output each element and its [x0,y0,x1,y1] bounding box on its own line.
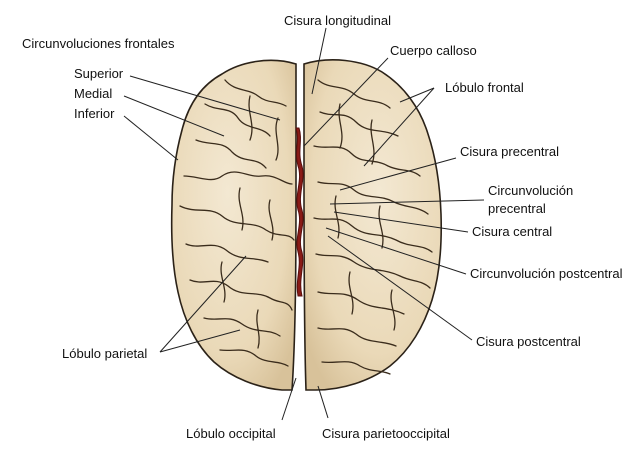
leader-circunvolucion-precentral [329,199,485,205]
label-cisura-postcentral: Cisura postcentral [476,334,581,349]
label-superior: Superior [74,66,124,81]
leader-medial [123,95,225,137]
label-cisura-central: Cisura central [472,224,553,239]
left-hemisphere [170,59,297,391]
leader-cisura-parietooccipital [317,385,329,419]
label-circunvoluciones-frontales: Circunvoluciones frontales [22,36,175,51]
leader-cisura-postcentral [327,235,473,341]
label-inferior: Inferior [74,106,115,121]
label-cisura-parietooccipital: Cisura parietooccipital [322,426,450,441]
leader-inferior [123,115,179,161]
left-sulci [179,79,295,367]
label-cisura-precentral: Cisura precentral [460,144,559,159]
leader-cuerpo-calloso [303,57,389,147]
leader-cisura-precentral [339,157,457,191]
label-lobulo-frontal: Lóbulo frontal [445,80,524,95]
label-lobulo-occipital: Lóbulo occipital [186,426,276,441]
label-circunvolucion-postcentral: Circunvolución postcentral [470,266,623,281]
leader-lobulo-occipital [281,377,297,421]
leader-lobulo-frontal-1 [399,87,435,103]
label-lobulo-parietal: Lóbulo parietal [62,346,148,361]
label-medial: Medial [74,86,113,101]
leader-lines [123,27,485,421]
label-cuerpo-calloso: Cuerpo calloso [390,43,477,58]
leader-lobulo-parietal-1 [159,255,247,353]
leader-lobulo-frontal-2 [363,87,435,167]
label-circunvolucion-precentral: Circunvolución precentral [488,183,574,216]
right-hemisphere [303,59,443,391]
leader-superior [129,75,281,121]
label-cisura-longitudinal: Cisura longitudinal [284,13,391,28]
leader-cisura-central [333,211,469,233]
corpus-callosum [295,127,304,297]
leader-lobulo-parietal-2 [159,329,241,353]
leader-circunvolucion-postcentral [325,227,467,275]
leader-cisura-longitudinal [311,27,327,95]
